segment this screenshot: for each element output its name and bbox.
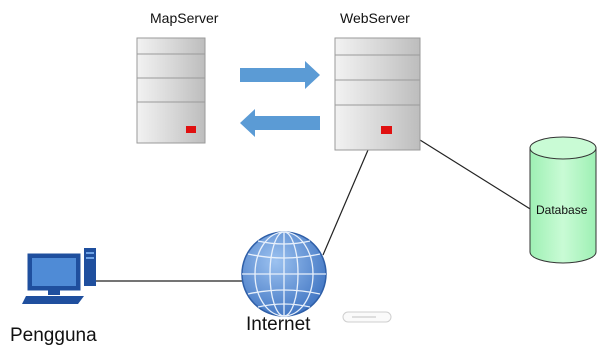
arrow-to-webserver <box>240 61 320 89</box>
database-label: Database <box>536 203 588 217</box>
computer-icon <box>22 248 96 304</box>
globe-icon <box>241 231 327 317</box>
user-label: Pengguna <box>10 325 97 346</box>
webserver-label: WebServer <box>340 10 410 26</box>
database-icon <box>529 136 597 264</box>
internet-label: Internet <box>246 314 311 335</box>
mapserver-icon <box>136 37 206 144</box>
mapserver-label: MapServer <box>150 10 219 26</box>
edge-webserver-internet <box>322 149 369 256</box>
edge-webserver-database <box>419 139 536 213</box>
router-icon <box>342 311 392 323</box>
arrow-to-mapserver <box>240 109 320 137</box>
webserver-icon <box>334 37 421 151</box>
